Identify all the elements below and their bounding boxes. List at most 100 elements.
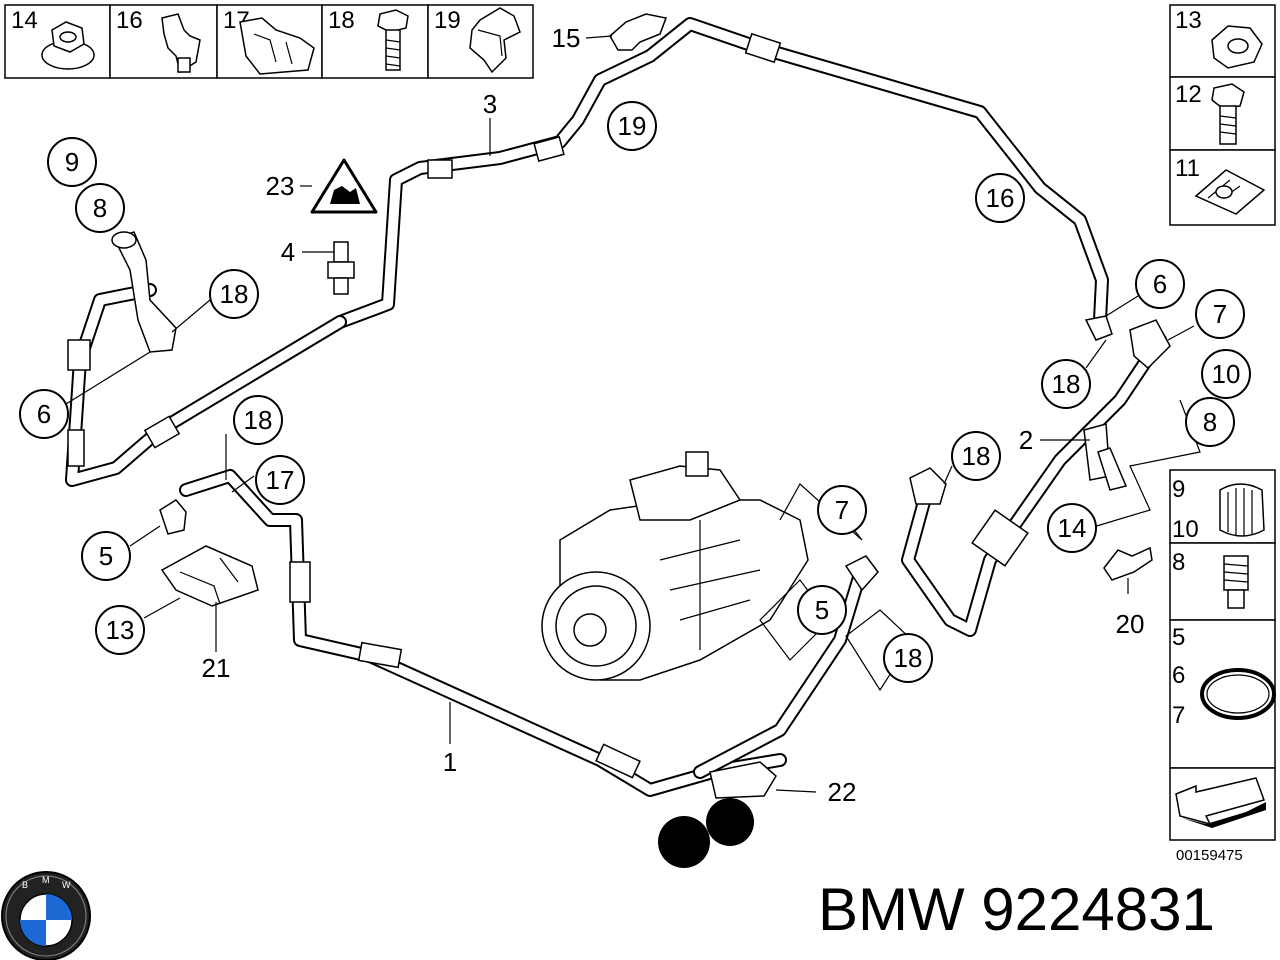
legend-num: 11 <box>1175 155 1200 182</box>
pressure-sensor <box>327 241 355 295</box>
svg-text:22: 22 <box>828 777 857 807</box>
legend-num: 19 <box>434 7 461 34</box>
svg-text:7: 7 <box>835 495 849 525</box>
legend-num: 14 <box>11 7 38 34</box>
callout-6: 6 <box>1135 259 1185 309</box>
callout-2: 2 <box>1019 425 1033 455</box>
callout-1: 1 <box>443 747 457 777</box>
callout-5: 5 <box>81 531 131 581</box>
svg-text:W: W <box>62 880 71 890</box>
fittings <box>67 32 1029 779</box>
callout-8: 8 <box>1185 397 1235 447</box>
hose-clip-icon <box>469 7 521 74</box>
svg-text:M: M <box>42 875 50 885</box>
svg-text:19: 19 <box>618 111 647 141</box>
svg-text:16: 16 <box>986 183 1015 213</box>
callout-21: 21 <box>202 653 231 683</box>
svg-text:13: 13 <box>106 615 135 645</box>
callout-10: 10 <box>1201 349 1251 399</box>
legend-right-bottom: 9 10 8 5 6 7 <box>1169 469 1276 841</box>
callout-7: 7 <box>817 485 867 535</box>
callout-16: 16 <box>975 173 1025 223</box>
svg-text:10: 10 <box>1212 359 1241 389</box>
legend-num: 13 <box>1175 7 1202 34</box>
bolt-icon <box>1211 83 1245 145</box>
svg-text:2: 2 <box>1019 425 1033 455</box>
hex-nut-icon <box>41 21 95 70</box>
callout-23: 23 <box>266 171 295 201</box>
svg-text:18: 18 <box>244 405 273 435</box>
callout-9: 9 <box>47 137 97 187</box>
callout-8: 8 <box>75 183 125 233</box>
callout-14: 14 <box>1047 503 1097 553</box>
legend-num: 5 <box>1172 624 1185 651</box>
ac-compressor <box>541 451 809 681</box>
callout-18: 18 <box>233 395 283 445</box>
svg-text:23: 23 <box>266 171 295 201</box>
legend-num: 10 <box>1172 516 1199 543</box>
legend-right-top: 13 12 11 <box>1169 4 1276 226</box>
svg-text:18: 18 <box>894 643 923 673</box>
svg-text:18: 18 <box>1052 369 1081 399</box>
svg-text:15: 15 <box>552 23 581 53</box>
callout-17: 17 <box>255 455 305 505</box>
bolt-icon <box>377 9 409 71</box>
svg-text:5: 5 <box>815 595 829 625</box>
document-id: 00159475 <box>1176 847 1243 864</box>
callout-22: 22 <box>828 777 857 807</box>
svg-text:4: 4 <box>281 237 295 267</box>
svg-text:3: 3 <box>483 89 497 119</box>
legend-num: 6 <box>1172 662 1185 689</box>
valve-core-icon <box>1223 555 1249 609</box>
callout-5: 5 <box>797 585 847 635</box>
hex-nut-icon <box>1211 25 1263 69</box>
legend-num: 7 <box>1172 702 1185 729</box>
callout-7: 7 <box>1195 289 1245 339</box>
callout-19: 19 <box>607 101 657 151</box>
callout-20: 20 <box>1116 609 1145 639</box>
valve-cap-icon <box>1219 483 1265 537</box>
bracket-part <box>111 231 177 353</box>
svg-text:8: 8 <box>1203 407 1217 437</box>
callout-13: 13 <box>95 605 145 655</box>
svg-text:6: 6 <box>37 399 51 429</box>
svg-text:7: 7 <box>1213 299 1227 329</box>
svg-text:8: 8 <box>93 193 107 223</box>
legend-top: 14 16 17 18 19 <box>4 4 534 79</box>
double-clip-icon <box>239 17 315 75</box>
legend-num: 16 <box>116 7 143 34</box>
svg-text:9: 9 <box>65 147 79 177</box>
callout-3: 3 <box>483 89 497 119</box>
small-parts <box>159 13 1171 799</box>
callout-18: 18 <box>951 431 1001 481</box>
svg-text:20: 20 <box>1116 609 1145 639</box>
callout-6: 6 <box>19 389 69 439</box>
svg-text:18: 18 <box>962 441 991 471</box>
callout-18: 18 <box>883 633 933 683</box>
svg-text:B: B <box>22 880 28 890</box>
legend-num: 18 <box>328 7 355 34</box>
svg-text:14: 14 <box>1058 513 1087 543</box>
callout-18: 18 <box>1041 359 1091 409</box>
warning-triangle-icon <box>310 158 378 214</box>
callout-18: 18 <box>209 269 259 319</box>
clip-nut-icon <box>1194 169 1266 215</box>
part-number-title: BMW 9224831 <box>818 876 1215 943</box>
clip-icon <box>161 13 201 74</box>
legend-num: 8 <box>1172 549 1185 576</box>
callout-4: 4 <box>281 237 295 267</box>
rubber-pads <box>658 798 754 868</box>
svg-text:1: 1 <box>443 747 457 777</box>
arrow-icon <box>1175 777 1266 828</box>
bmw-logo: B M W <box>1 871 91 960</box>
svg-text:21: 21 <box>202 653 231 683</box>
svg-text:18: 18 <box>220 279 249 309</box>
callout-15: 15 <box>552 23 581 53</box>
o-ring-icon <box>1200 668 1276 720</box>
svg-text:6: 6 <box>1153 269 1167 299</box>
svg-text:17: 17 <box>266 465 295 495</box>
svg-text:5: 5 <box>99 541 113 571</box>
legend-num: 9 <box>1172 476 1185 503</box>
legend-num: 12 <box>1175 81 1202 108</box>
